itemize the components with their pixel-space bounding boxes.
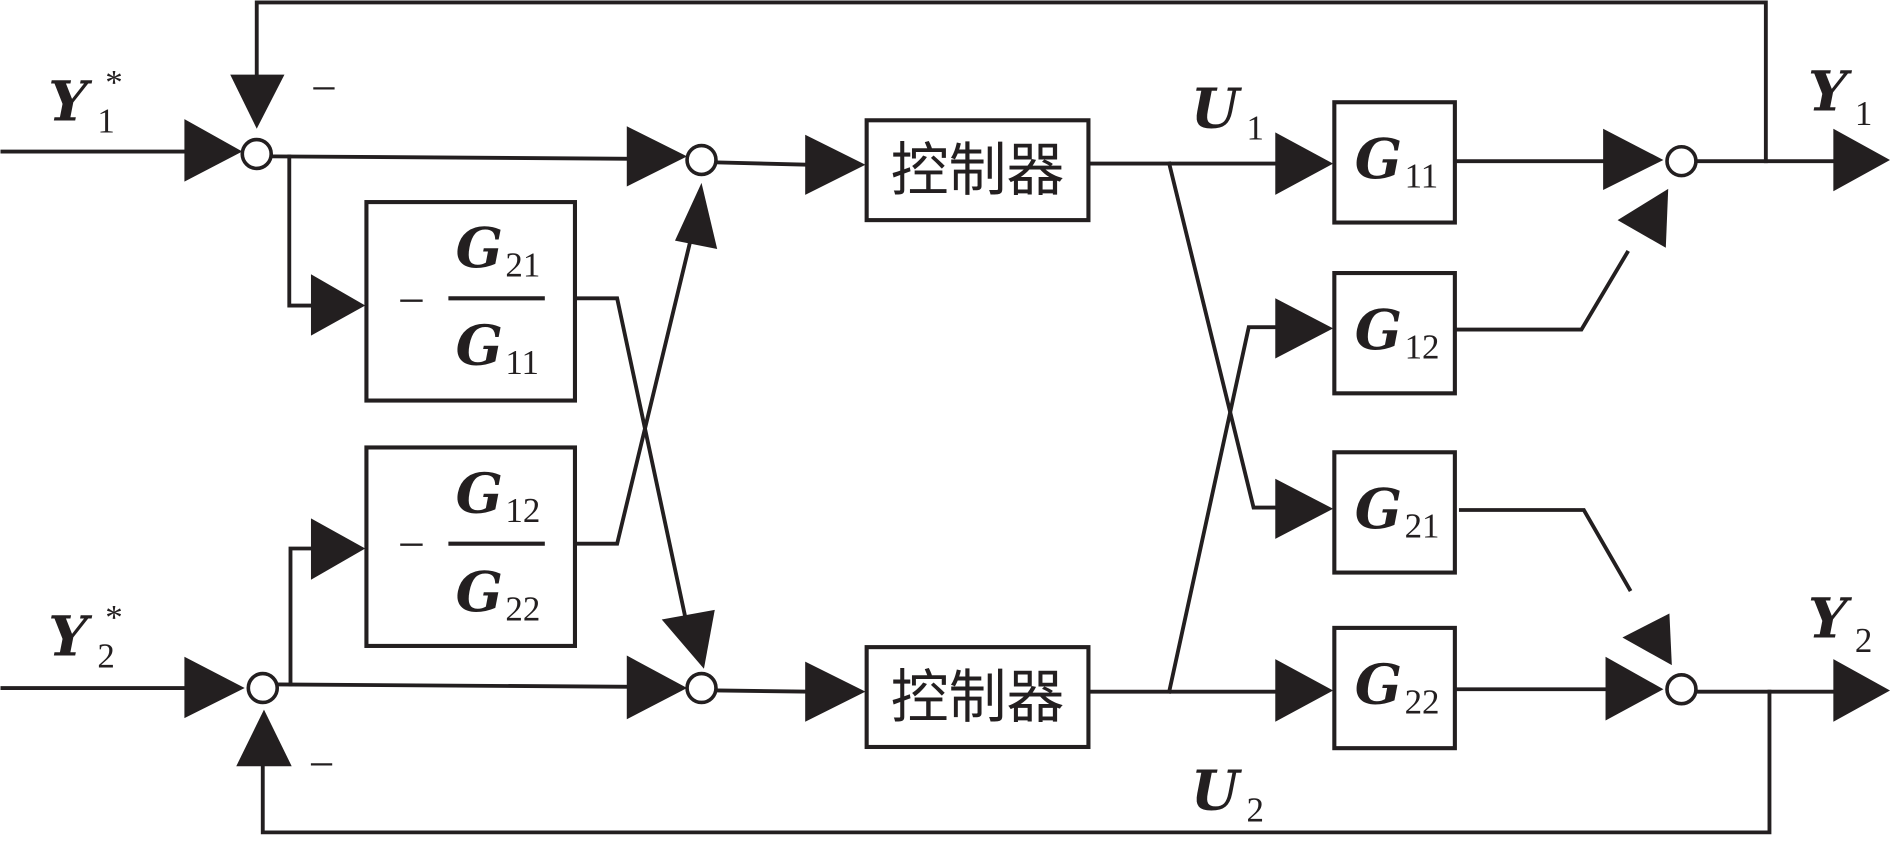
arrow-into-sum3-below bbox=[675, 182, 718, 249]
controller-2-box bbox=[864, 645, 1091, 750]
sum-error-1 bbox=[240, 137, 274, 171]
wire-u1-to-g21 bbox=[1166, 161, 1283, 510]
plant-g11: G11 bbox=[1332, 100, 1457, 225]
arrow-into-sum4-above bbox=[661, 609, 715, 669]
plant-g12-label: G12 bbox=[1355, 298, 1440, 367]
plant-g21-label: G21 bbox=[1355, 477, 1440, 546]
wire-d12-to-sum3 bbox=[574, 232, 695, 546]
wire-sum2-to-d12 bbox=[288, 546, 318, 687]
decoupler-d12-sign: − bbox=[398, 519, 425, 572]
arrow-into-g22 bbox=[1275, 659, 1334, 722]
decoupler-d21-numerator: G21 bbox=[456, 216, 541, 285]
plant-g12-box bbox=[1332, 271, 1457, 396]
plant-g22-label: G22 bbox=[1355, 653, 1440, 722]
arrow-into-c1 bbox=[805, 134, 866, 195]
arrow-input-into-sum2 bbox=[184, 656, 245, 719]
arrow-input-into-sum1 bbox=[184, 119, 243, 182]
controller-2-label: 控制器 bbox=[891, 663, 1065, 731]
feedback-wire-y1 bbox=[254, 0, 1768, 164]
feedback-sign-bottom: − bbox=[309, 738, 335, 789]
plant-g21-box bbox=[1332, 450, 1457, 575]
arrow-into-c2 bbox=[805, 661, 866, 722]
arrow-feedback-into-sum1 bbox=[230, 74, 285, 129]
feedback-sign-top: − bbox=[311, 62, 337, 113]
plant-g11-box bbox=[1332, 100, 1457, 225]
summing-junctions bbox=[240, 137, 1698, 706]
sum-output-2 bbox=[1665, 672, 1698, 706]
wire-u2-to-g12 bbox=[1166, 325, 1283, 694]
decoupler-d12-box bbox=[364, 445, 578, 648]
arrow-into-g21 bbox=[1275, 478, 1334, 539]
wire-sum1-to-d21 bbox=[287, 154, 318, 308]
wire-d21-to-sum4 bbox=[574, 296, 690, 628]
controller-2: 控制器 bbox=[864, 645, 1091, 750]
arrow-into-sum6-above bbox=[1622, 613, 1672, 666]
controller-1-box bbox=[864, 118, 1091, 223]
wire-sum3-to-c1 bbox=[715, 160, 812, 167]
wires bbox=[0, 0, 1841, 835]
wire-sum4-to-c2 bbox=[715, 688, 812, 694]
controller-1-label: 控制器 bbox=[891, 136, 1065, 204]
arrow-into-d21 bbox=[310, 274, 366, 336]
sum-output-1 bbox=[1665, 144, 1698, 178]
plant-g11-label: G11 bbox=[1355, 127, 1438, 196]
controller-1: 控制器 bbox=[864, 118, 1091, 223]
arrow-into-sum4-left bbox=[626, 655, 688, 720]
arrow-into-sum5-left bbox=[1603, 128, 1664, 191]
sum-decouple-1 bbox=[685, 143, 718, 177]
plant-g22: G22 bbox=[1332, 625, 1457, 751]
arrow-into-d12 bbox=[310, 518, 366, 580]
wire-sum1-to-sum3 bbox=[270, 154, 635, 161]
arrow-into-sum3-left bbox=[626, 126, 688, 187]
arrow-into-sum5-below bbox=[1617, 188, 1669, 248]
sum-error-2 bbox=[246, 671, 280, 705]
arrow-feedback-into-sum2 bbox=[236, 709, 292, 767]
feedback-wire-y2 bbox=[260, 689, 1772, 835]
plant-g12: G12 bbox=[1332, 271, 1457, 396]
plant-g22-box bbox=[1332, 625, 1457, 751]
decoupler-d21-box bbox=[364, 200, 578, 403]
wire-g21-to-sum6 bbox=[1458, 508, 1633, 593]
wire-g12-to-sum5 bbox=[1454, 249, 1630, 332]
arrow-output-y1 bbox=[1833, 128, 1890, 192]
plant-g21: G21 bbox=[1332, 450, 1457, 575]
decoupler-d12-numerator: G12 bbox=[456, 461, 541, 530]
arrow-output-y2 bbox=[1833, 659, 1890, 722]
wire-sum2-to-sum4 bbox=[276, 682, 635, 689]
arrowheads bbox=[184, 74, 1890, 767]
decoupler-d21-denominator: G11 bbox=[456, 314, 539, 383]
sum-decouple-2 bbox=[685, 671, 718, 705]
arrow-into-sum6-left bbox=[1605, 656, 1664, 721]
decoupler-d12-denominator: G22 bbox=[456, 560, 541, 629]
decoupler-d12: − G12 G22 bbox=[364, 445, 578, 648]
arrow-into-g11 bbox=[1275, 132, 1334, 195]
decoupler-d21-sign: − bbox=[398, 274, 425, 327]
decoupler-d21: − G21 G11 bbox=[364, 200, 578, 403]
arrow-into-g12 bbox=[1275, 298, 1334, 359]
